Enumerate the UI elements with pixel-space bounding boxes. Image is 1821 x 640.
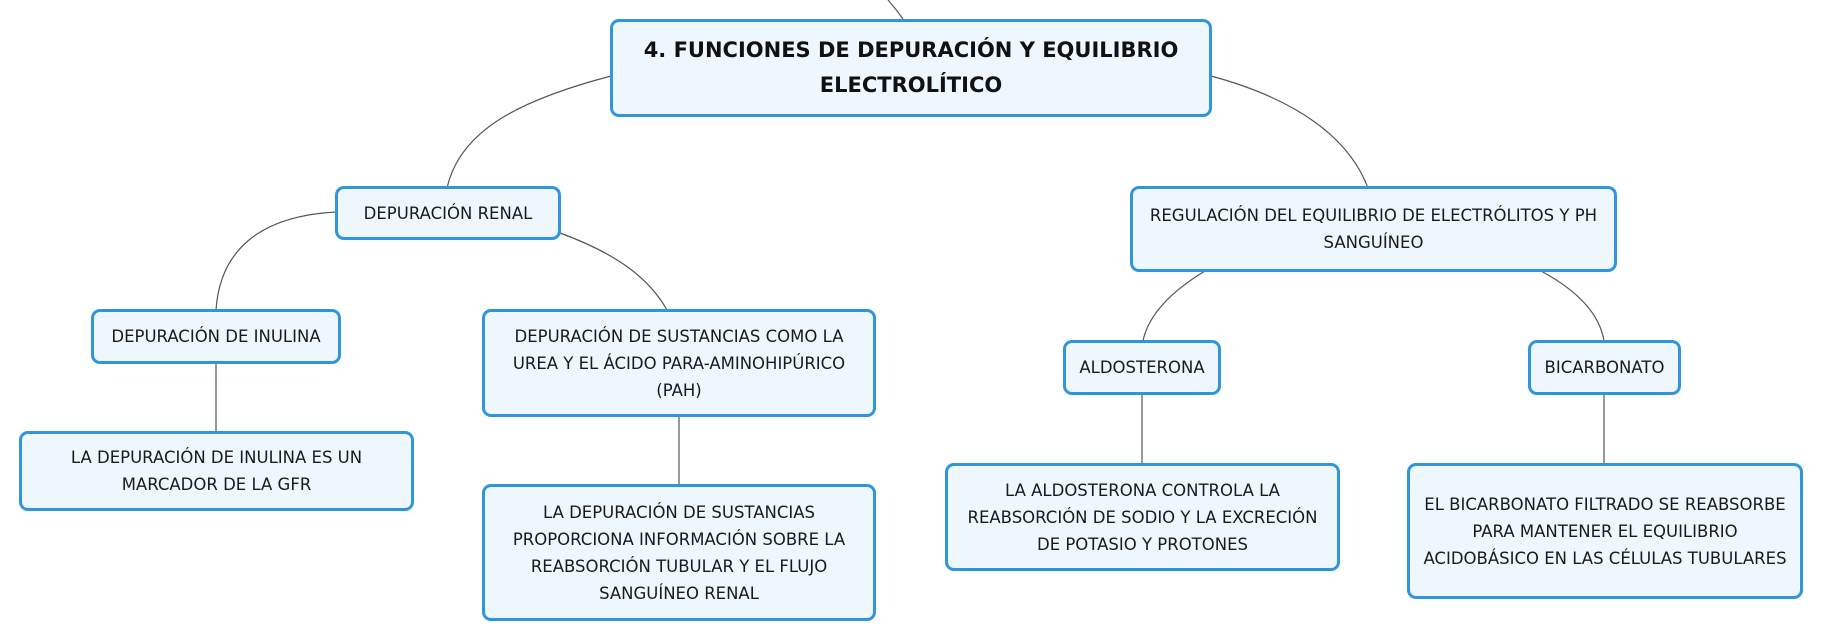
detail-node-bicarbonato[interactable]: EL BICARBONATO FILTRADO SE REABSORBE PAR… xyxy=(1407,463,1803,599)
child-node-bicarbonato-label: BICARBONATO xyxy=(1544,358,1665,377)
child-node-aldosterona[interactable]: ALDOSTERONA xyxy=(1063,340,1221,395)
connector-depuracion-renal-to-inulina xyxy=(215,211,337,311)
detail-node-aldosterona[interactable]: LA ALDOSTERONA CONTROLA LA REABSORCIÓN D… xyxy=(945,463,1340,571)
detail-node-inulina-text: LA DEPURACIÓN DE INULINA ES UN MARCADOR … xyxy=(70,448,363,494)
connector-regulacion-to-aldosterona xyxy=(1142,270,1206,342)
branch-node-regulacion[interactable]: REGULACIÓN DEL EQUILIBRIO DE ELECTRÓLITO… xyxy=(1130,186,1617,272)
detail-node-aldosterona-text: LA ALDOSTERONA CONTROLA LA REABSORCIÓN D… xyxy=(967,480,1318,554)
child-node-aldosterona-label: ALDOSTERONA xyxy=(1079,358,1205,377)
child-node-bicarbonato[interactable]: BICARBONATO xyxy=(1528,340,1681,395)
detail-node-sustancias[interactable]: LA DEPURACIÓN DE SUSTANCIAS PROPORCIONA … xyxy=(482,484,876,621)
root-node-label: 4. FUNCIONES DE DEPURACIÓN Y EQUILIBRIO … xyxy=(643,38,1179,97)
branch-node-regulacion-label: REGULACIÓN DEL EQUILIBRIO DE ELECTRÓLITO… xyxy=(1149,206,1598,252)
child-node-depuracion-sustancias-label: DEPURACIÓN DE SUSTANCIAS COMO LA UREA Y … xyxy=(512,326,846,400)
child-node-depuracion-inulina[interactable]: DEPURACIÓN DE INULINA xyxy=(91,309,341,364)
detail-node-bicarbonato-text: EL BICARBONATO FILTRADO SE REABSORBE PAR… xyxy=(1423,494,1787,568)
connector-root-to-depuracion-renal xyxy=(446,75,612,189)
connector-regulacion-to-bicarbonato xyxy=(1540,270,1605,342)
connector-depuracion-renal-to-sustancias xyxy=(559,232,668,311)
detail-node-inulina[interactable]: LA DEPURACIÓN DE INULINA ES UN MARCADOR … xyxy=(19,431,414,511)
connector-root-to-regulacion xyxy=(1210,75,1369,189)
branch-node-depuracion-renal-label: DEPURACIÓN RENAL xyxy=(363,203,533,223)
detail-node-sustancias-text: LA DEPURACIÓN DE SUSTANCIAS PROPORCIONA … xyxy=(512,502,846,603)
child-node-depuracion-sustancias[interactable]: DEPURACIÓN DE SUSTANCIAS COMO LA UREA Y … xyxy=(482,309,876,417)
root-node[interactable]: 4. FUNCIONES DE DEPURACIÓN Y EQUILIBRIO … xyxy=(610,19,1212,117)
child-node-depuracion-inulina-label: DEPURACIÓN DE INULINA xyxy=(111,327,321,346)
connector-root-incoming xyxy=(887,0,904,20)
branch-node-depuracion-renal[interactable]: DEPURACIÓN RENAL xyxy=(335,186,561,240)
